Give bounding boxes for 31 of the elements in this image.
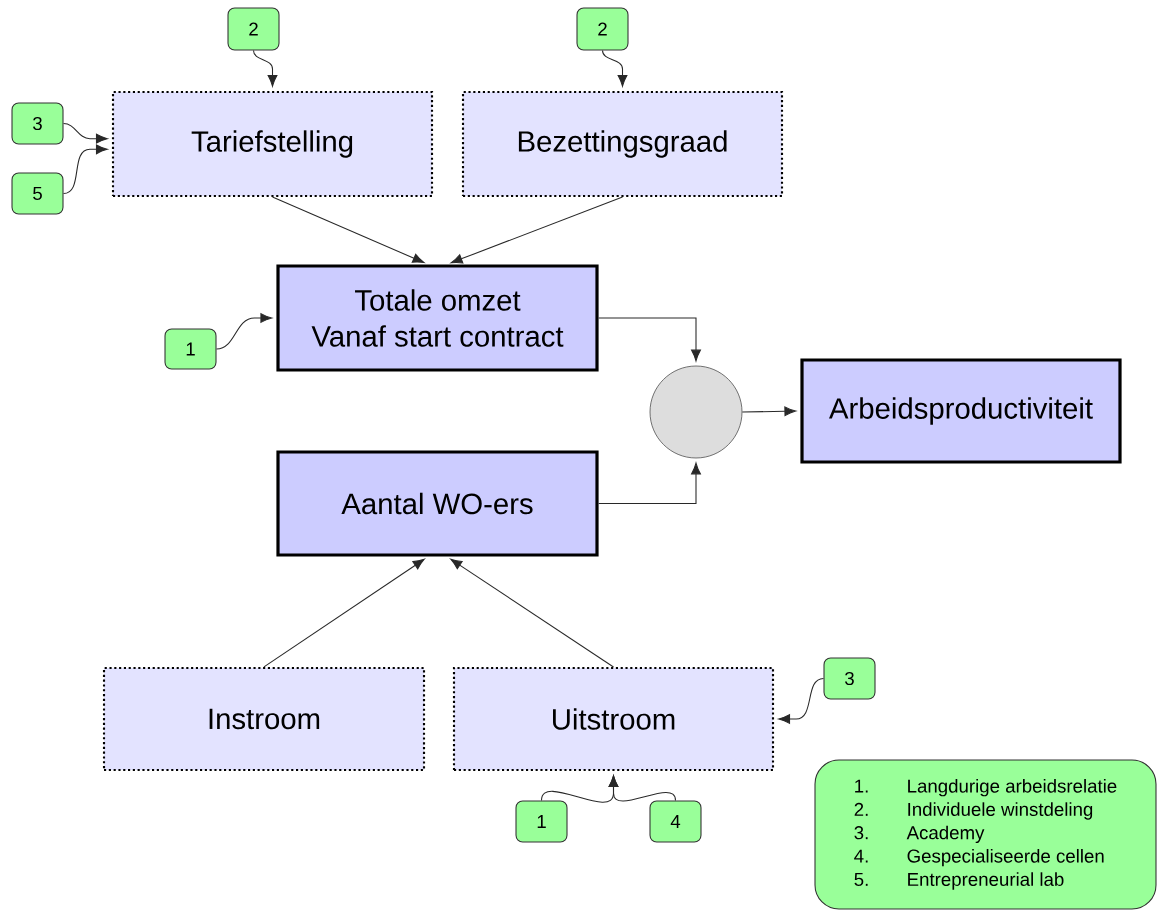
arrow — [63, 144, 108, 195]
arrow — [263, 558, 425, 668]
number-badge: 2 — [576, 7, 629, 51]
arrow — [216, 313, 273, 350]
number-badge: 3 — [823, 657, 876, 700]
number-badge: 3 — [11, 102, 64, 145]
arrow — [450, 558, 615, 668]
arrow — [252, 50, 278, 87]
number-badge: 5 — [11, 172, 64, 215]
arrow — [598, 462, 701, 505]
process-box: Instroom — [102, 666, 426, 772]
number-badge: 2 — [227, 7, 280, 51]
arrow — [608, 775, 677, 802]
key-box: 1. Langdurige arbeidsrelatie 2. Individuele winstdeling 3. Academy 4. Gespecialiseerde cellen 5. Entrepreneurial lab — [814, 759, 1157, 910]
arrow — [601, 50, 628, 87]
number-badge: 1 — [164, 328, 217, 370]
process-box: Aantal WO-ers — [276, 450, 599, 557]
process-box: Totale omzet Vanaf start contract — [276, 264, 599, 372]
arrow — [450, 196, 624, 264]
process-box: Uitstroom — [452, 666, 775, 772]
arrow — [741, 406, 797, 417]
number-badge: 4 — [649, 800, 702, 843]
junction-circle — [649, 365, 743, 459]
arrow — [271, 196, 425, 264]
arrow — [778, 677, 824, 724]
arrow — [63, 122, 108, 144]
process-box: Bezettingsgraad — [461, 90, 784, 198]
arrow — [598, 317, 701, 362]
process-box: Arbeidsproductiviteit — [800, 358, 1122, 464]
process-box: Tariefstelling — [111, 90, 434, 198]
number-badge: 1 — [515, 800, 568, 843]
